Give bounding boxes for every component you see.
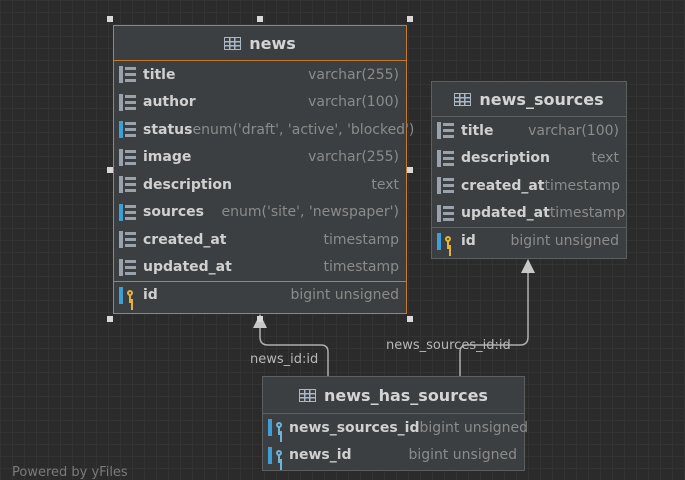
column-row[interactable]: news_id bigint unsigned [263,442,524,470]
news-has-sources-table[interactable]: news_has_sources news_sources_id bigint … [262,376,528,471]
news-table[interactable]: news title varchar(255) author varchar(1… [113,25,414,314]
column-row[interactable]: author varchar(100) [114,89,406,117]
column-icon [119,93,137,111]
column-row[interactable]: status enum('draft', 'active', 'blocked'… [114,116,414,144]
column-row[interactable]: sources enum('site', 'newspaper') [114,199,406,227]
news-sources-table[interactable]: news_sources title varchar(100) descript… [431,81,627,259]
resize-handle[interactable] [107,167,113,173]
column-row[interactable]: title varchar(255) [114,61,406,89]
news-sources-table-header[interactable]: news_sources [432,82,626,117]
column-icon [437,177,455,195]
resize-handle[interactable] [107,316,113,322]
primary-key-row[interactable]: id bigint unsigned [432,227,626,254]
column-row[interactable]: created_at timestamp [114,226,406,254]
column-type: timestamp [323,231,399,248]
column-icon [437,122,455,140]
not-null-column-icon [119,203,137,221]
column-icon [119,66,137,84]
news-relation-line [259,318,329,376]
column-type: timestamp [544,177,621,194]
foreign-key-icon [268,419,286,437]
column-type: varchar(255) [308,149,399,166]
primary-key-row[interactable]: id bigint unsigned [114,281,406,308]
column-icon [119,176,137,194]
column-type: varchar(255) [308,66,399,83]
column-row[interactable]: description text [114,171,406,199]
resize-handle[interactable] [257,316,263,322]
column-type: timestamp [549,205,626,222]
resize-handle[interactable] [107,16,113,22]
column-icon [437,204,455,222]
column-name: status [143,121,193,138]
powered-by-label: Powered by yFiles [12,465,128,480]
not-null-column-icon [119,121,137,139]
column-type: text [591,150,619,167]
table-name: news_has_sources [324,385,488,405]
column-name: id [143,287,158,303]
primary-key-icon [119,286,137,304]
column-name: news_id [289,447,352,464]
column-row[interactable]: description text [432,145,626,173]
foreign-key-icon [268,446,286,464]
column-row[interactable]: news_sources_id bigint unsigned [263,414,528,442]
column-icon [119,148,137,166]
column-name: created_at [461,177,545,194]
column-type: enum('site', 'newspaper') [221,204,399,221]
column-row[interactable]: updated_at timestamp [432,200,626,228]
table-name: news [249,33,296,53]
news-table-header[interactable]: news [114,26,406,61]
column-name: title [461,122,494,139]
table-icon [224,36,242,50]
column-row[interactable]: created_at timestamp [432,172,626,200]
column-name: id [461,233,476,249]
column-icon [437,149,455,167]
primary-key-icon [437,232,455,250]
column-type: bigint unsigned [290,287,399,303]
column-name: author [143,94,196,111]
column-row[interactable]: image varchar(255) [114,144,406,172]
resize-handle[interactable] [257,16,263,22]
news-has-sources-table-header[interactable]: news_has_sources [263,377,524,414]
column-name: title [143,66,176,83]
sources-relation-line [459,272,529,376]
column-type: bigint unsigned [419,419,529,436]
column-type: enum('draft', 'active', 'blocked') [192,121,415,138]
column-name: news_sources_id [289,419,420,436]
column-name: created_at [143,231,227,248]
column-icon [119,231,137,249]
column-type: varchar(100) [308,94,399,111]
sources-relation-label: news_sources_id:id [386,338,511,353]
table-icon [299,388,317,402]
column-name: description [461,150,550,167]
column-name: description [143,176,232,193]
column-type: varchar(100) [528,122,619,139]
resize-handle[interactable] [407,167,413,173]
table-name: news_sources [479,89,604,109]
column-row[interactable]: updated_at timestamp [114,254,406,282]
column-name: updated_at [461,205,550,222]
column-type: bigint unsigned [510,233,619,249]
column-name: updated_at [143,259,232,276]
column-icon [119,258,137,276]
resize-handle[interactable] [407,316,413,322]
column-type: text [371,176,399,193]
resize-handle[interactable] [407,16,413,22]
sources-relation-arrow [521,259,535,273]
column-type: bigint unsigned [408,447,517,464]
column-name: image [143,149,192,166]
column-row[interactable]: title varchar(100) [432,117,626,145]
column-type: timestamp [323,259,399,276]
news-relation-label: news_id:id [250,352,319,367]
column-name: sources [143,204,204,221]
table-icon [454,92,472,106]
